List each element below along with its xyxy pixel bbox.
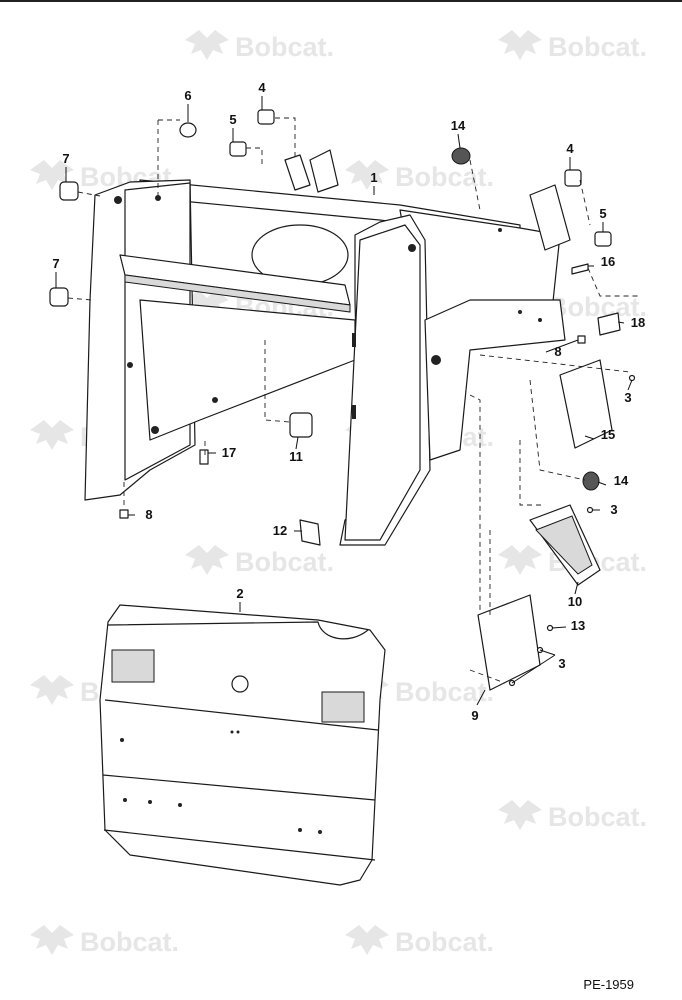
watermark-logo: Bobcat.	[498, 290, 647, 322]
callout-c14a: 14	[451, 118, 466, 133]
callout-c18: 18	[631, 315, 645, 330]
callout-c10: 10	[568, 594, 582, 609]
callout-c3b: 3	[610, 502, 617, 517]
rear-door-vent	[111, 649, 155, 683]
callout-c17: 17	[222, 445, 236, 460]
small-parts	[49, 109, 636, 691]
callout-c8a: 8	[554, 344, 561, 359]
callout-c12: 12	[273, 523, 287, 538]
watermark-logo: Bobcat.	[185, 545, 334, 577]
svg-text:Bobcat.: Bobcat.	[548, 802, 647, 832]
callout-c3c: 3	[558, 656, 565, 671]
svg-text:Bobcat.: Bobcat.	[395, 162, 494, 192]
top-rule	[0, 0, 682, 2]
svg-text:Bobcat.: Bobcat.	[548, 292, 647, 322]
callout-c4a: 4	[258, 80, 266, 95]
rear-door-vent	[321, 691, 365, 723]
svg-text:Bobcat.: Bobcat.	[395, 677, 494, 707]
callout-c5b: 5	[599, 206, 606, 221]
callout-c13: 13	[571, 618, 585, 633]
watermark-logo: Bobcat.	[498, 800, 647, 832]
svg-text:Bobcat.: Bobcat.	[80, 927, 179, 957]
assembly-lines	[67, 117, 640, 684]
callout-c15: 15	[601, 427, 615, 442]
main-frame-part	[84, 149, 571, 546]
svg-text:Bobcat.: Bobcat.	[235, 547, 334, 577]
callout-c7b: 7	[52, 256, 59, 271]
svg-text:Bobcat.: Bobcat.	[395, 927, 494, 957]
callout-c9: 9	[471, 708, 478, 723]
watermark-logo: Bobcat.	[185, 30, 334, 62]
svg-text:Bobcat.: Bobcat.	[548, 32, 647, 62]
callout-c3a: 3	[624, 390, 631, 405]
watermark-logo: Bobcat.	[345, 925, 494, 957]
svg-text:Bobcat.: Bobcat.	[235, 32, 334, 62]
callout-c16: 16	[601, 254, 615, 269]
rear-door-part	[99, 604, 386, 886]
callout-c8b: 8	[145, 507, 152, 522]
callout-c2: 2	[236, 586, 243, 601]
leader-lines	[55, 96, 633, 706]
watermark-logo: Bobcat.	[345, 160, 494, 192]
watermark-logo: Bobcat.	[30, 925, 179, 957]
watermark-logo: Bobcat.	[345, 675, 494, 707]
drawing-code: PE-1959	[583, 977, 634, 992]
callout-c14b: 14	[614, 473, 629, 488]
callout-c6: 6	[184, 88, 191, 103]
callout-c7a: 7	[62, 151, 69, 166]
callout-c11: 11	[289, 449, 303, 464]
callout-c5a: 5	[229, 112, 236, 127]
callout-c4b: 4	[566, 141, 574, 156]
callout-c1: 1	[370, 170, 377, 185]
watermark-logo: Bobcat.	[498, 30, 647, 62]
